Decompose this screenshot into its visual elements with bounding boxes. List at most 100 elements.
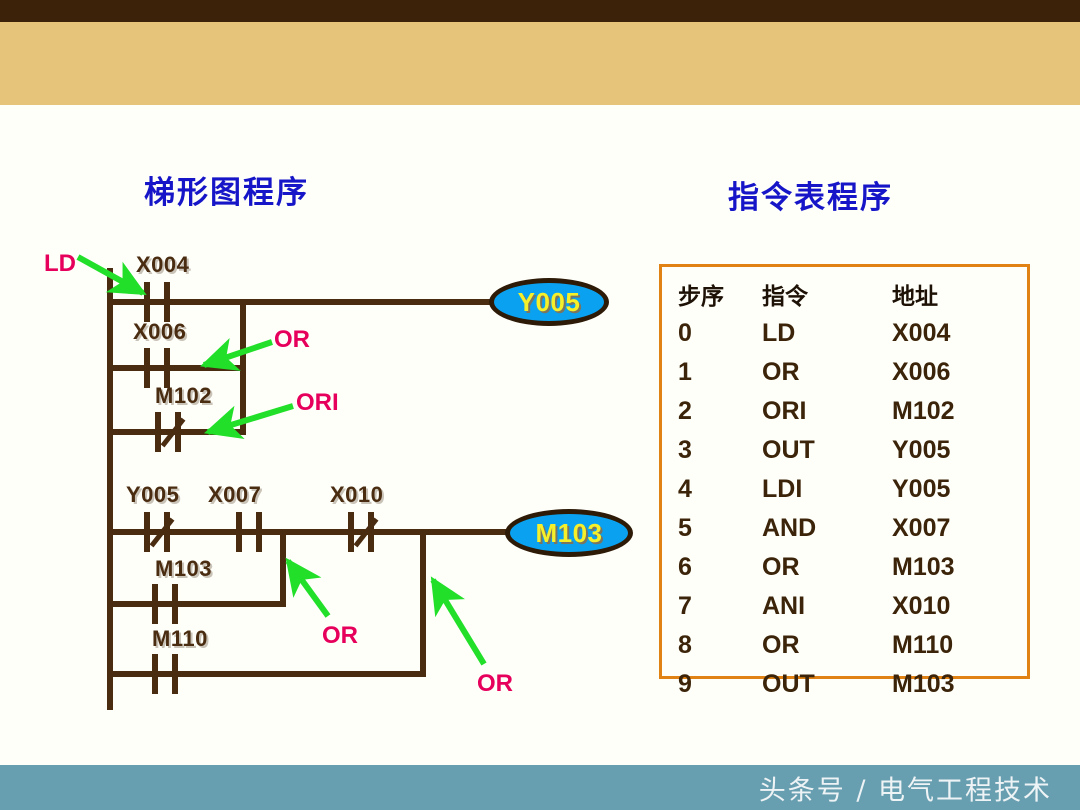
table-row: 3 OUT Y005 [662, 431, 1027, 470]
rung1-row1-wire [107, 299, 495, 305]
coil-y005[interactable]: Y005 [489, 278, 609, 326]
contact-bar-left [152, 584, 158, 624]
contact-bar-right [164, 282, 170, 322]
table-row: 9 OUT M103 [662, 665, 1027, 704]
table-row: 6 OR M103 [662, 548, 1027, 587]
contact-bar-right [164, 512, 170, 552]
annotation-or-3: OR [477, 670, 513, 697]
cell-address: M103 [892, 670, 955, 698]
contact-bar-left [144, 348, 150, 388]
contact-bar-right [175, 412, 181, 452]
header-tan-band [0, 22, 1080, 105]
table-row: 5 AND X007 [662, 509, 1027, 548]
cell-step: 4 [678, 475, 692, 503]
ladder-section-title: 梯形图程序 [144, 175, 309, 211]
cell-address: M102 [892, 397, 955, 425]
contact-m102-nc[interactable] [155, 412, 186, 452]
header-step: 步序 [678, 283, 724, 310]
contact-label-m102: M102 [155, 383, 213, 408]
coil-m103[interactable]: M103 [505, 509, 633, 557]
coil-label: Y005 [517, 286, 581, 317]
table-row: 7 ANI X010 [662, 587, 1027, 626]
contact-x007[interactable] [236, 512, 262, 552]
cell-instruction: ORI [762, 397, 807, 425]
contact-x010-nc[interactable] [348, 512, 379, 552]
cell-step: 8 [678, 631, 692, 659]
cell-step: 3 [678, 436, 692, 464]
cell-step: 7 [678, 592, 692, 620]
instruction-list-section-title: 指令表程序 [728, 180, 893, 216]
contact-bar-right [368, 512, 374, 552]
rung2-row1-wire [107, 529, 507, 535]
contact-label-x010: X010 [330, 482, 384, 507]
cell-address: Y005 [892, 436, 951, 464]
cell-step: 5 [678, 514, 692, 542]
cell-step: 9 [678, 670, 692, 698]
cell-step: 6 [678, 553, 692, 581]
rung1-row2-wire [107, 365, 246, 371]
cell-instruction: OR [762, 553, 800, 581]
contact-m103[interactable] [152, 584, 178, 624]
table-header-row: 步序 指令 地址 [662, 277, 1027, 314]
rung2-inner-branch-rail [280, 529, 286, 607]
footer-banner: 头条号 / 电气工程技术 [0, 765, 1080, 810]
instruction-table-head: 步序 指令 地址 [662, 277, 1027, 314]
left-power-rail [107, 268, 113, 710]
cell-instruction: OUT [762, 670, 815, 698]
annotation-ori-1: ORI [296, 389, 339, 416]
coil-label: M103 [535, 517, 603, 548]
table-row: 8 OR M110 [662, 626, 1027, 665]
cell-address: M110 [892, 631, 954, 659]
contact-bar-right [172, 584, 178, 624]
cell-instruction: OUT [762, 436, 815, 464]
contact-m110[interactable] [152, 654, 178, 694]
annotation-ld: LD [44, 250, 76, 277]
header-instruction: 指令 [762, 283, 808, 310]
rung2-m110-branch-wire [107, 671, 426, 677]
cell-address: X007 [892, 514, 951, 542]
cell-instruction: OR [762, 358, 800, 386]
header-address: 地址 [892, 283, 938, 310]
arrow-or-1 [200, 337, 273, 371]
cell-step: 1 [678, 358, 692, 386]
arrow-or-2 [285, 557, 331, 618]
contact-bar-left [348, 512, 354, 552]
cell-address: M103 [892, 553, 955, 581]
contact-y005-nc[interactable] [144, 512, 175, 552]
contact-label-m103: M103 [155, 556, 213, 581]
contact-label-x006: X006 [133, 319, 187, 344]
table-row: 1 OR X006 [662, 353, 1027, 392]
cell-address: X006 [892, 358, 951, 386]
contact-label-y005: Y005 [126, 482, 180, 507]
contact-bar-left [144, 512, 150, 552]
contact-x004[interactable] [144, 282, 170, 322]
contact-label-x004: X004 [136, 252, 190, 277]
footer-watermark-text: 头条号 / 电气工程技术 [758, 775, 1052, 806]
contact-bar-left [144, 282, 150, 322]
header-dark-band [0, 0, 1080, 22]
cell-step: 2 [678, 397, 692, 425]
annotation-or-1: OR [274, 326, 310, 353]
cell-instruction: LD [762, 319, 796, 347]
contact-label-m110: M110 [152, 626, 208, 651]
table-row: 2 ORI M102 [662, 392, 1027, 431]
cell-step: 0 [678, 319, 692, 347]
rung2-outer-branch-rail [420, 529, 426, 677]
contact-x006[interactable] [144, 348, 170, 388]
cell-instruction: AND [762, 514, 817, 542]
contact-bar-right [164, 348, 170, 388]
contact-bar-left [152, 654, 158, 694]
cell-instruction: ANI [762, 592, 806, 620]
ladder-diagram: X004 X006 M102 Y005 Y00 [0, 230, 660, 730]
contact-bar-left [236, 512, 242, 552]
annotation-or-2: OR [322, 622, 358, 649]
cell-instruction: LDI [762, 475, 803, 503]
cell-address: X010 [892, 592, 951, 620]
cell-instruction: OR [762, 631, 800, 659]
